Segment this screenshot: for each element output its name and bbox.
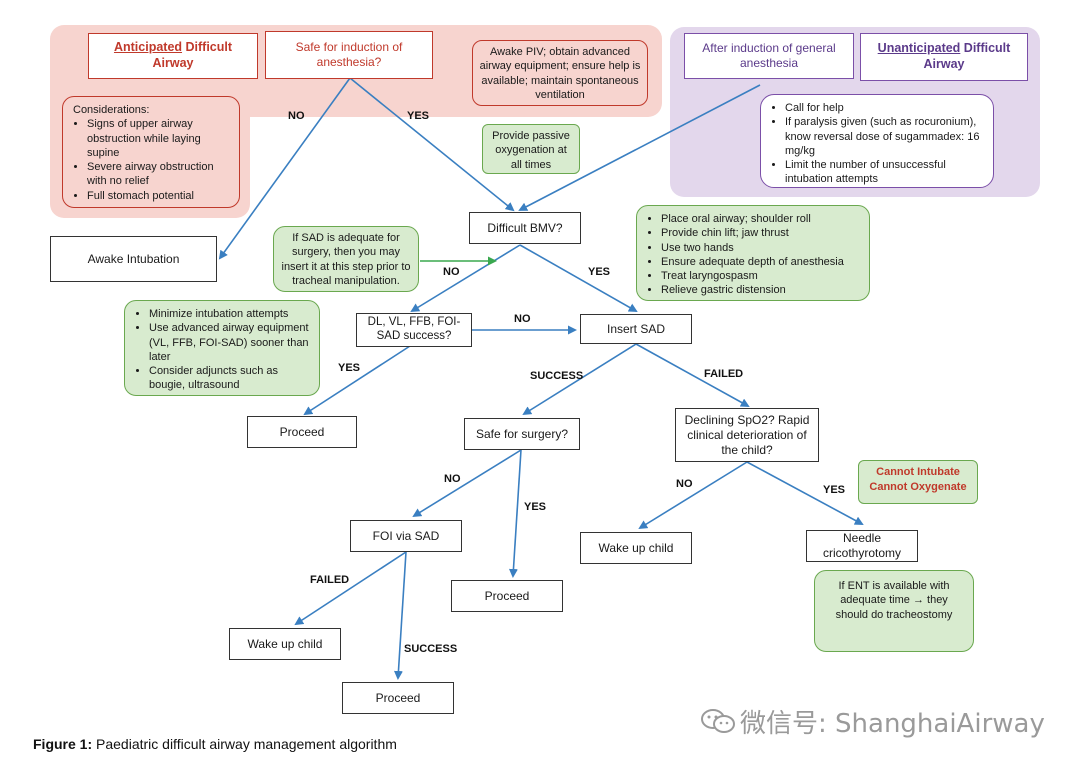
unanticipated-note-item: Limit the number of unsuccessful intubat… [785,158,983,187]
awake-piv-note: Awake PIV; obtain advanced airway equipm… [472,40,648,106]
considerations-heading: Considerations: [73,104,150,116]
arrow-surgery-yes [508,449,522,578]
insert-sad-box: Insert SAD [580,314,692,344]
unanticipated-note-item: If paralysis given (such as rocuronium),… [785,115,983,158]
label-no-safe: NO [288,110,305,122]
arrow-declining-no [638,461,748,530]
unanticipated-title: Unanticipated Difficult Airway [860,33,1028,81]
label-yes-safe: YES [407,110,430,122]
arrow-declining-yes [746,461,864,525]
bmv-note-item: Provide chin lift; jaw thrust [661,226,859,240]
declining-box: Declining SpO2? Rapid clinical deteriora… [675,408,819,462]
wake-up-child-box-1: Wake up child [580,532,692,564]
unanticipated-notes: Call for help If paralysis given (such a… [760,94,994,188]
bmv-note-item: Relieve gastric distension [661,283,859,297]
intubation-notes: Minimize intubation attempts Use advance… [124,300,320,396]
passive-oxygenation-note: Provide passive oxygenation at all times [482,124,580,174]
safe-induction-box: Safe for induction of anesthesia? [265,31,433,79]
arrow-dl-yes [303,345,411,416]
label-yes-declining: YES [823,484,846,496]
safe-surgery-box: Safe for surgery? [464,418,580,450]
label-no-dl: NO [514,313,531,325]
bmv-note-item: Treat laryngospasm [661,269,859,283]
label-success-foi: SUCCESS [404,643,458,655]
cico-note: Cannot Intubate Cannot Oxygenate [858,460,978,504]
intubation-note-item: Minimize intubation attempts [149,307,309,321]
label-no-declining: NO [676,478,693,490]
consideration-item: Full stomach potential [87,189,229,203]
label-yes-bmv: YES [588,266,611,278]
after-induction-box: After induction of general anesthesia [684,33,854,79]
bmv-yes-notes: Place oral airway; shoulder roll Provide… [636,205,870,301]
intubation-note-item: Use advanced airway equipment (VL, FFB, … [149,321,309,364]
arrow-bmv-no [410,244,521,313]
unanticipated-note-item: Call for help [785,101,983,115]
arrow-safe-yes [349,77,515,212]
proceed-box-3: Proceed [342,682,454,714]
label-failed-foi: FAILED [310,574,350,586]
foi-via-sad-box: FOI via SAD [350,520,462,552]
label-success-sad: SUCCESS [530,370,584,382]
bmv-note-item: Ensure adequate depth of anesthesia [661,255,859,269]
arrow-foi-failed [294,551,407,626]
arrow-sad-failed [635,343,750,407]
sad-adequate-note: If SAD is adequate for surgery, then you… [273,226,419,292]
arrow-foi-success [393,551,407,680]
consideration-item: Severe airway obstruction with no relief [87,160,229,189]
proceed-box-1: Proceed [247,416,357,448]
awake-intubation-box: Awake Intubation [50,236,217,282]
figure-caption: Figure 1: Paediatric difficult airway ma… [33,736,397,752]
wechat-icon [701,709,735,733]
arrow-sad-success [522,343,637,416]
dl-vl-box: DL, VL, FFB, FOI-SAD success? [356,313,472,347]
ent-note: If ENT is available with adequate time →… [814,570,974,652]
arrow-bmv-yes [519,244,638,312]
arrow-safe-no [218,77,351,260]
intubation-note-item: Consider adjuncts such as bougie, ultras… [149,364,309,393]
label-no-surgery: NO [444,473,461,485]
watermark-text: 微信号: ShanghaiAirway [740,709,1045,739]
label-yes-surgery: YES [524,501,547,513]
wake-up-child-box-2: Wake up child [229,628,341,660]
arrow-after-induction [518,84,761,211]
label-no-bmv: NO [443,266,460,278]
label-yes-dl: YES [338,362,361,374]
bmv-note-item: Place oral airway; shoulder roll [661,212,859,226]
difficult-bmv-box: Difficult BMV? [469,212,581,244]
needle-cricothyrotomy-box: Needle cricothyrotomy [806,530,918,562]
anticipated-title: Anticipated Difficult Airway [88,33,258,79]
considerations-note: Considerations: Signs of upper airway ob… [62,96,240,208]
proceed-box-2: Proceed [451,580,563,612]
label-failed-sad: FAILED [704,368,744,380]
bmv-note-item: Use two hands [661,241,859,255]
arrow-surgery-no [412,449,522,518]
consideration-item: Signs of upper airway obstruction while … [87,117,229,160]
